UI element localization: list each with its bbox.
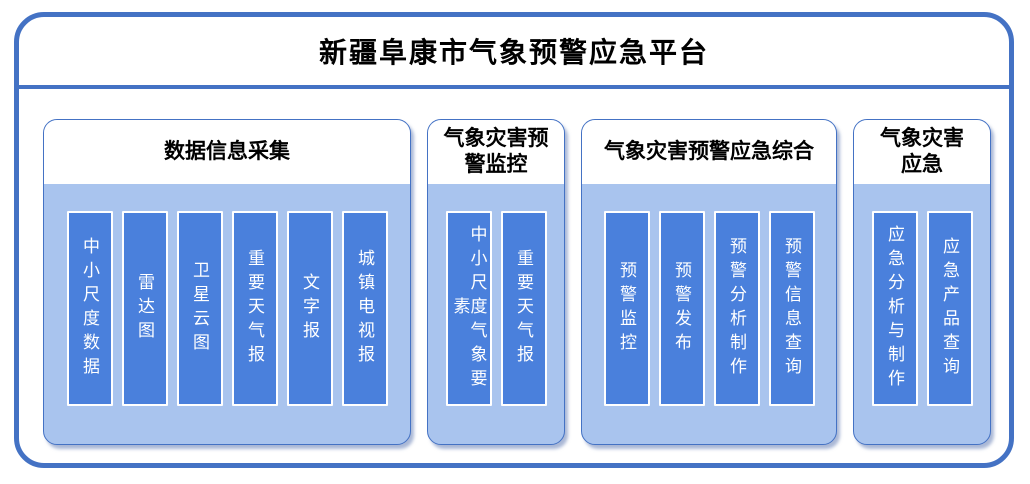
diagram-node: 文字报 bbox=[286, 211, 333, 406]
diagram-node: 应急产品查询 bbox=[926, 211, 973, 406]
group-panel: 气象灾害预警监控中小尺度气象要素重要天气报 bbox=[427, 119, 565, 445]
group-body: 预警监控预警发布预警分析制作预警信息查询 bbox=[582, 184, 836, 444]
group-title: 气象灾害预警应急综合 bbox=[604, 139, 814, 163]
diagram-node: 预警信息查询 bbox=[768, 211, 815, 406]
diagram-node: 中小尺度气象要素 bbox=[445, 211, 492, 406]
group-panel: 数据信息采集中小尺度数据雷达图卫星云图重要天气报文字报城镇电视报 bbox=[43, 119, 411, 445]
group-header: 气象灾害预警应急综合 bbox=[582, 120, 836, 184]
group-title: 数据信息采集 bbox=[164, 139, 290, 163]
group-header: 气象灾害预警监控 bbox=[428, 120, 564, 184]
page-title: 新疆阜康市气象预警应急平台 bbox=[318, 37, 709, 68]
group-body: 应急分析与制作应急产品查询 bbox=[854, 184, 990, 444]
diagram-node: 重要天气报 bbox=[500, 211, 547, 406]
group-panel: 气象灾害预警应急综合预警监控预警发布预警分析制作预警信息查询 bbox=[581, 119, 837, 445]
group-header: 数据信息采集 bbox=[44, 120, 410, 184]
module-groups: 数据信息采集中小尺度数据雷达图卫星云图重要天气报文字报城镇电视报气象灾害预警监控… bbox=[19, 89, 1009, 445]
group-header: 气象灾害应急 bbox=[854, 120, 990, 184]
platform-diagram-frame: 新疆阜康市气象预警应急平台 数据信息采集中小尺度数据雷达图卫星云图重要天气报文字… bbox=[14, 12, 1014, 468]
group-title: 气象灾害预警监控 bbox=[443, 126, 549, 176]
diagram-node: 雷达图 bbox=[121, 211, 168, 406]
group-body: 中小尺度数据雷达图卫星云图重要天气报文字报城镇电视报 bbox=[44, 184, 410, 444]
diagram-node: 城镇电视报 bbox=[341, 211, 388, 406]
group-body: 中小尺度气象要素重要天气报 bbox=[428, 184, 564, 444]
diagram-node: 预警监控 bbox=[603, 211, 650, 406]
group-panel: 气象灾害应急应急分析与制作应急产品查询 bbox=[853, 119, 991, 445]
diagram-node: 应急分析与制作 bbox=[871, 211, 918, 406]
diagram-node: 重要天气报 bbox=[231, 211, 278, 406]
diagram-node: 中小尺度数据 bbox=[66, 211, 113, 406]
title-band: 新疆阜康市气象预警应急平台 bbox=[19, 17, 1009, 89]
group-title: 气象灾害应急 bbox=[879, 126, 964, 176]
diagram-node: 卫星云图 bbox=[176, 211, 223, 406]
diagram-node: 预警分析制作 bbox=[713, 211, 760, 406]
diagram-node: 预警发布 bbox=[658, 211, 705, 406]
